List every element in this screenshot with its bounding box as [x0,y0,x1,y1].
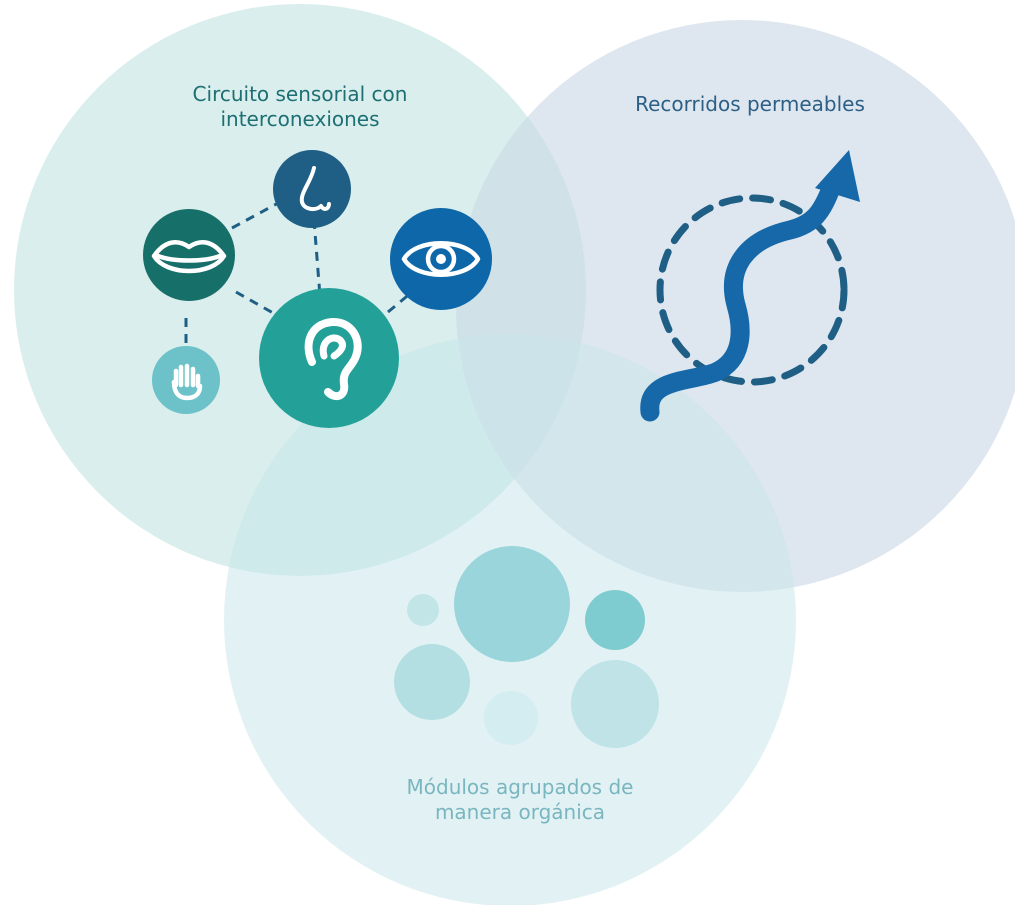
dashed-ring-icon [656,194,848,386]
sense-connections [184,200,413,350]
module-circle [585,590,645,650]
title-sensorial: Circuito sensorial con interconexiones [192,82,408,131]
hand-icon [152,346,220,414]
module-circle [407,594,439,626]
modules-group [394,546,659,748]
module-circle [454,546,570,662]
nose-icon [273,150,351,228]
mouth-icon [143,209,235,301]
module-circle [484,691,538,745]
eye-icon [390,208,492,310]
arrow-path-icon [640,150,860,422]
ear-icon [259,288,399,428]
title-modulos: Módulos agrupados de manera orgánica [406,775,634,824]
module-circle [394,644,470,720]
module-circle [571,660,659,748]
title-recorridos: Recorridos permeables [635,92,865,116]
